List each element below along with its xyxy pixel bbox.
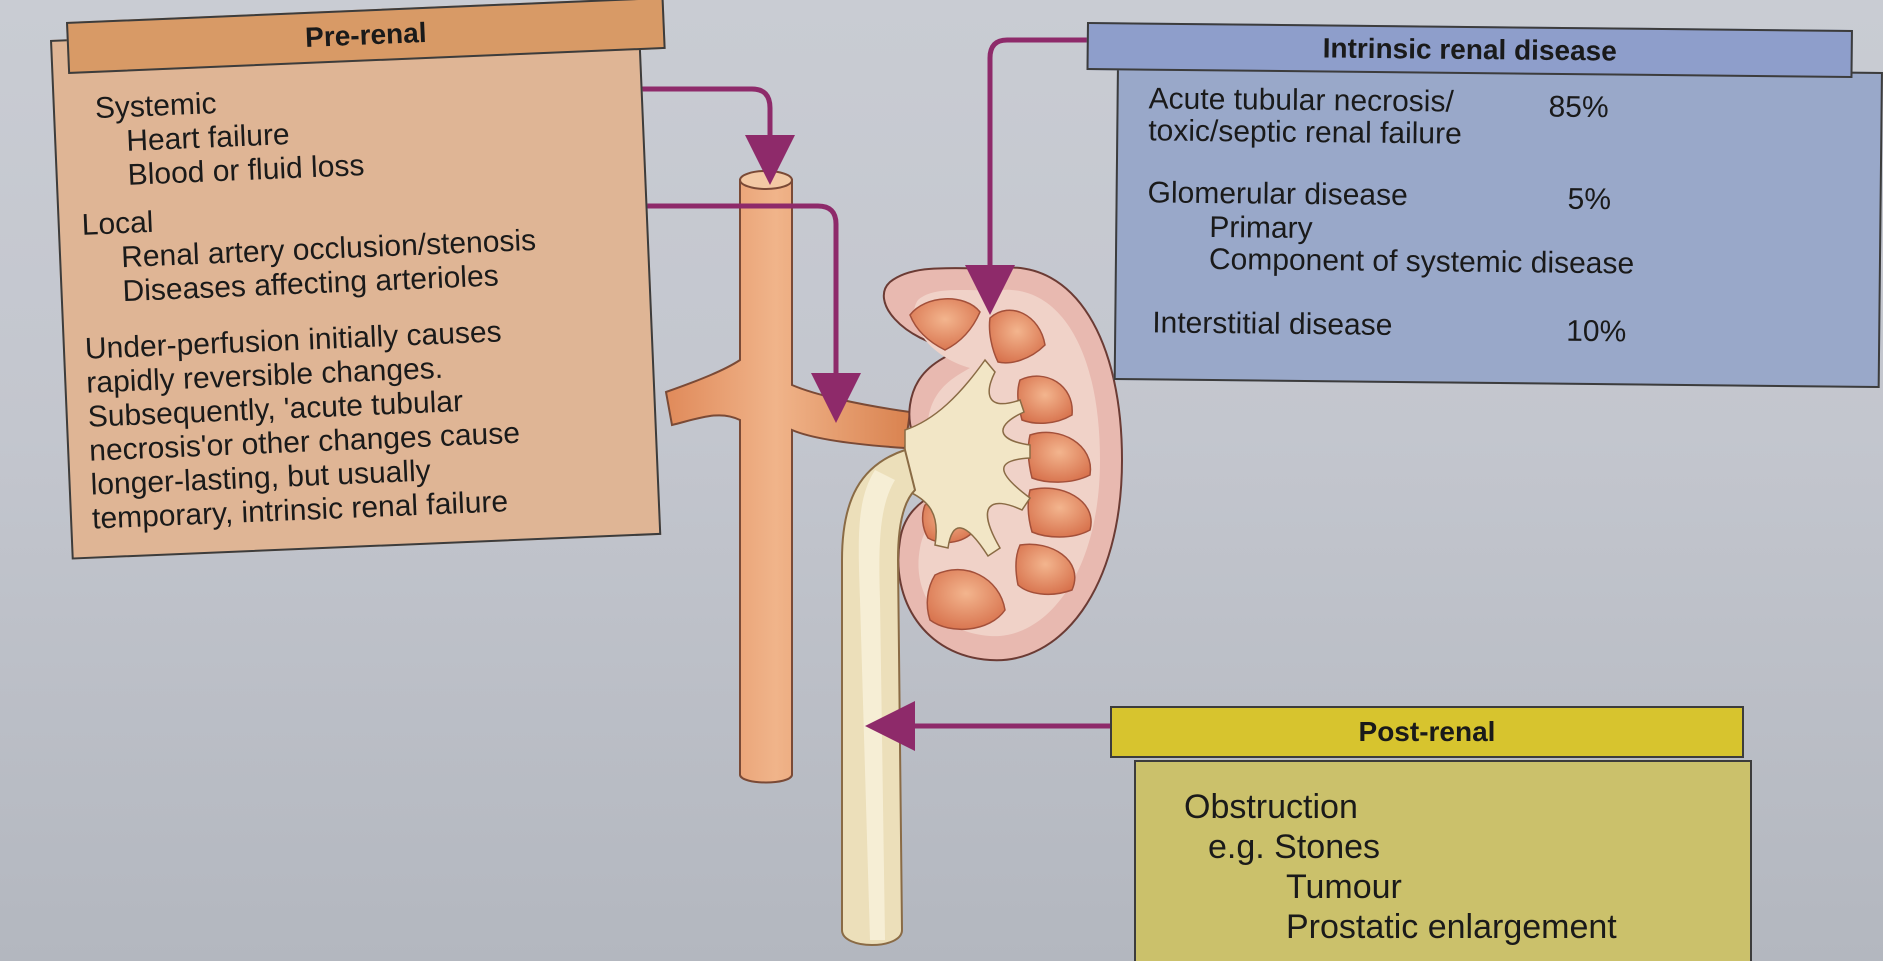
intrinsic-renal-panel: Acute tubular necrosis/ toxic/septic ren… [1114, 64, 1883, 388]
systemic-heading: Systemic [94, 87, 217, 126]
glomerular-sub: Component of systemic disease [1209, 243, 1635, 281]
atn-line2: toxic/septic renal failure [1148, 114, 1462, 151]
kidney [884, 267, 1122, 660]
example-label: e.g. Stones [1208, 828, 1380, 866]
obstruction-item: Tumour [1286, 868, 1402, 906]
interstitial-label: Interstitial disease [1152, 306, 1392, 343]
pre-renal-panel: Systemic Heart failure Blood or fluid lo… [50, 15, 661, 559]
atn-percent: 85% [1548, 91, 1608, 126]
post-renal-title: Post-renal [1110, 706, 1744, 758]
post-renal-panel: Obstruction e.g. Stones Tumour Prostatic… [1134, 760, 1752, 961]
obstruction-label: Obstruction [1184, 788, 1358, 826]
glomerular-percent: 5% [1567, 183, 1611, 217]
obstruction-item: Prostatic enlargement [1286, 908, 1617, 946]
glomerular-sub: Primary [1209, 211, 1313, 246]
glomerular-label: Glomerular disease [1147, 176, 1407, 213]
interstitial-percent: 10% [1566, 315, 1626, 350]
intrinsic-renal-title: Intrinsic renal disease [1086, 22, 1852, 78]
local-heading: Local [81, 206, 154, 243]
